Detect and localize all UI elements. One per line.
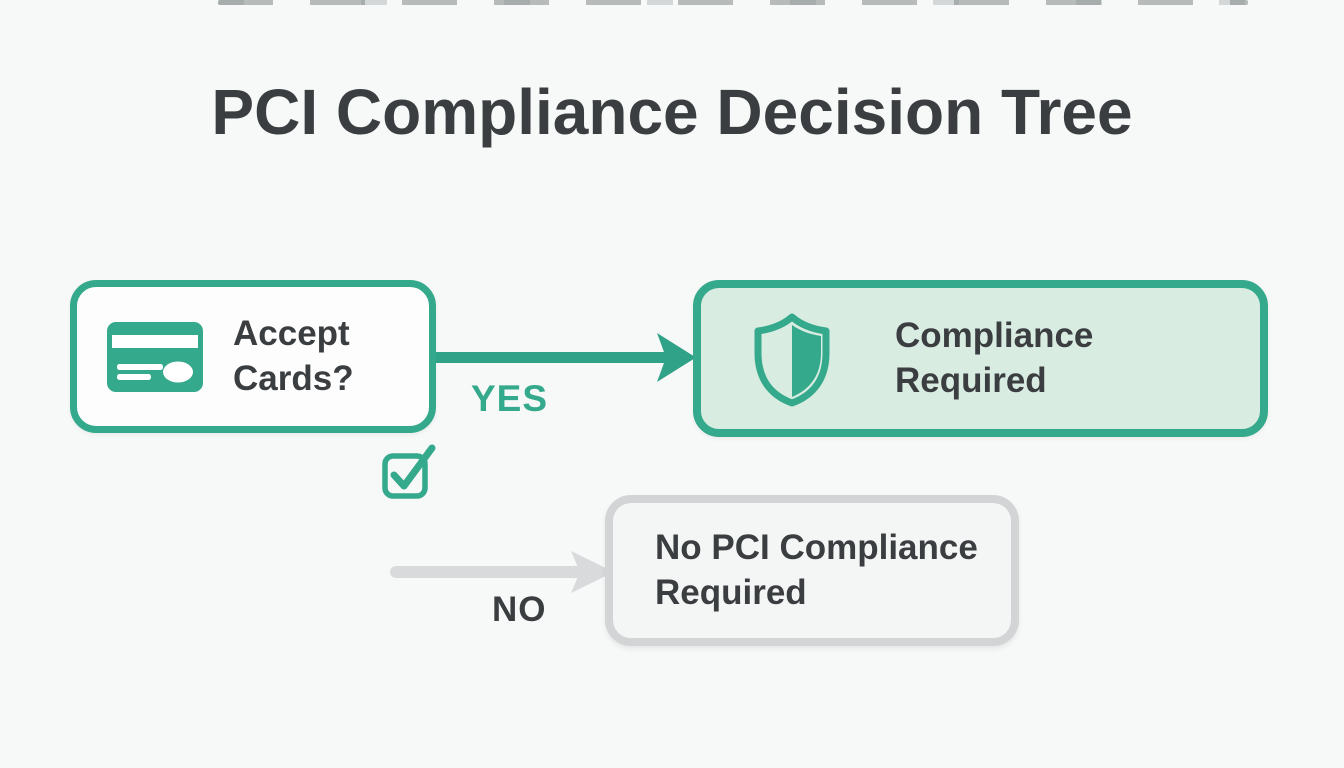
yes-edge-label: YES	[471, 378, 549, 419]
outcome-node-compliance-required: Compliance Required	[693, 280, 1268, 437]
diagram-title: PCI Compliance Decision Tree	[211, 76, 1133, 148]
decision-node-accept-cards: Accept Cards?	[70, 280, 436, 433]
shield-icon	[754, 313, 830, 406]
top-edge-artifact	[218, 0, 1248, 5]
no-edge-label: NO	[492, 590, 547, 629]
no-outcome-label: No PCI Compliance Required	[655, 527, 978, 612]
outcome-node-no-pci-compliance: No PCI Compliance Required	[605, 495, 1019, 646]
decision-node-label: Accept Cards?	[233, 313, 354, 398]
checkbox-checkmark-icon	[382, 444, 436, 499]
credit-card-icon	[107, 321, 203, 392]
no-arrow	[390, 551, 614, 593]
yes-arrow	[436, 333, 696, 382]
yes-outcome-label: Compliance Required	[895, 315, 1094, 400]
